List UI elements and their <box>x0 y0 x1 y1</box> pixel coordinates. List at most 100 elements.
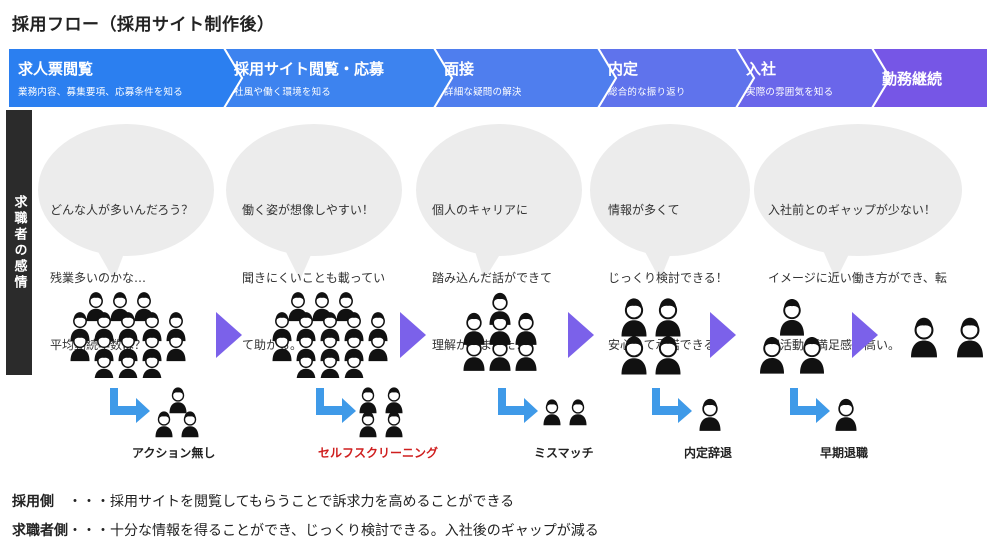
person-icon <box>569 399 587 426</box>
flow-arrow-5 <box>852 312 878 358</box>
person-icon <box>957 317 983 358</box>
person-icon <box>655 336 681 375</box>
person-icon <box>368 332 388 362</box>
bubble-line: イメージに近い働き方ができ、転 <box>768 270 947 285</box>
stage-sub: 実際の雰囲気を知る <box>746 87 834 98</box>
person-icon <box>272 332 292 362</box>
stage-sub: 社風や働く環境を知る <box>234 87 332 98</box>
bubble-line: どんな人が多いんだろう？ <box>50 203 194 217</box>
stage-name: 面接 <box>444 60 475 78</box>
dropout-arrow-2 <box>316 388 356 423</box>
emotion-sidebar: 求職者の感情 <box>6 110 32 375</box>
dropout-group-2 <box>359 387 403 438</box>
candidate-crowd-1 <box>70 292 186 378</box>
dropout-arrow-3 <box>498 388 538 423</box>
flow-arrow-3 <box>568 312 594 358</box>
person-icon <box>515 312 537 345</box>
person-icon <box>359 387 377 414</box>
bubble-line: 踏み込んだ話ができて <box>432 270 553 285</box>
person-icon <box>835 398 857 431</box>
person-icon <box>296 352 316 378</box>
person-icon <box>70 332 90 362</box>
sidebar-label: 求職者の感情 <box>11 194 27 291</box>
dropout-group-3 <box>543 399 587 426</box>
outcome-no-action: アクション無し <box>132 446 216 460</box>
person-icon <box>320 312 340 342</box>
person-icon <box>385 387 403 414</box>
bubble-shape <box>38 124 214 280</box>
person-icon <box>800 337 824 374</box>
bubble-shape <box>754 124 962 280</box>
person-icon <box>110 292 130 322</box>
summary-text: ・・・十分な情報を得ることができ、じっくり検討できる。入社後のギャップが減る <box>68 523 599 539</box>
bubble-line: 聞きにくいことも載ってい <box>242 270 386 285</box>
person-icon <box>760 337 784 374</box>
dropout-group-1 <box>155 387 199 438</box>
candidate-crowd-2 <box>272 292 388 378</box>
summary-employer: 採用側・・・採用サイトを閲覧してもらうことで訴求力を高めることができる <box>12 491 514 511</box>
candidate-crowd-5 <box>760 299 824 374</box>
summary-label: 採用側 <box>12 494 54 510</box>
person-icon <box>368 312 388 342</box>
person-icon <box>320 352 340 378</box>
bubble-line: 情報が多くて <box>608 203 680 217</box>
person-icon <box>166 332 186 362</box>
person-icon <box>463 312 485 345</box>
flow-arrow-4 <box>710 312 736 358</box>
dropout-group-5 <box>835 398 857 431</box>
dropout-arrow-5 <box>790 388 830 423</box>
person-icon <box>385 411 403 438</box>
person-icon <box>118 352 138 378</box>
bubble-text: 入社前とのギャップが少ない！ イメージに近い働き方ができ、転 職活動に満足感が高… <box>768 154 947 402</box>
bubble-shape <box>416 124 582 280</box>
stage-name: 勤務継続 <box>882 70 943 88</box>
bubble-line: 働く姿が想像しやすい！ <box>242 203 374 217</box>
person-icon <box>543 399 561 426</box>
dropout-arrow-4 <box>652 388 692 423</box>
outcome-offer-decline: 内定辞退 <box>684 446 733 460</box>
outcome-self-screening: セルフスクリーニング <box>318 446 439 460</box>
person-icon <box>621 336 647 375</box>
summary-text: ・・・採用サイトを閲覧してもらうことで訴求力を高めることができる <box>68 494 515 510</box>
person-icon <box>181 411 199 438</box>
stage-name: 内定 <box>608 60 639 78</box>
stage-name: 採用サイト閲覧・応募 <box>234 60 385 78</box>
dropout-arrow-1 <box>110 388 150 423</box>
bubble-text: 働く姿が想像しやすい！ 聞きにくいことも載ってい て助かる。 <box>242 154 385 402</box>
stage-name: 入社 <box>746 60 777 78</box>
person-icon <box>621 298 647 337</box>
person-icon <box>359 411 377 438</box>
outcome-mismatch: ミスマッチ <box>534 446 594 460</box>
dropout-group-4 <box>699 398 721 431</box>
bubble-line: 入社前とのギャップが少ない！ <box>768 203 936 217</box>
emotion-bubble-2: 働く姿が想像しやすい！ 聞きにくいことも載ってい て助かる。 <box>224 122 404 352</box>
flow-arrow-2 <box>400 312 426 358</box>
page-title: 採用フロー（採用サイト制作後） <box>12 15 275 35</box>
person-icon <box>142 352 162 378</box>
person-icon <box>699 398 721 431</box>
stage-chevrons <box>8 48 988 108</box>
stage-sub: 総合的な振り返り <box>608 87 686 98</box>
emotion-bubble-3: 個人のキャリアに 踏み込んだ話ができて 理解が深まった！ <box>414 122 584 352</box>
person-icon <box>489 338 511 371</box>
bubble-line: 個人のキャリアに <box>432 203 529 217</box>
stage-chevron <box>8 48 244 108</box>
summary-label: 求職者側 <box>12 523 68 539</box>
summary-jobseeker: 求職者側・・・十分な情報を得ることができ、じっくり検討できる。入社後のギャップが… <box>12 520 599 540</box>
person-icon <box>344 352 364 378</box>
stage-name: 求人票閲覧 <box>18 60 94 78</box>
outcome-early-resignation: 早期退職 <box>820 446 869 460</box>
candidate-crowd-4 <box>621 298 681 375</box>
person-icon <box>780 299 804 336</box>
bubble-line: 残業多いのかな… <box>50 270 147 285</box>
candidate-crowd-6 <box>911 317 983 358</box>
emotion-bubble-4: 情報が多くて じっくり検討できる！ 安心して承諾できる <box>588 122 758 352</box>
person-icon <box>169 387 187 414</box>
person-icon <box>463 338 485 371</box>
stage-sub: 業務内容、募集要項、応募条件を知る <box>18 87 183 98</box>
bubble-line: じっくり検討できる！ <box>608 270 728 285</box>
person-icon <box>94 352 114 378</box>
emotion-bubble-5: 入社前とのギャップが少ない！ イメージに近い働き方ができ、転 職活動に満足感が高… <box>752 122 967 352</box>
person-icon <box>911 317 937 358</box>
bubble-shape <box>226 124 402 280</box>
